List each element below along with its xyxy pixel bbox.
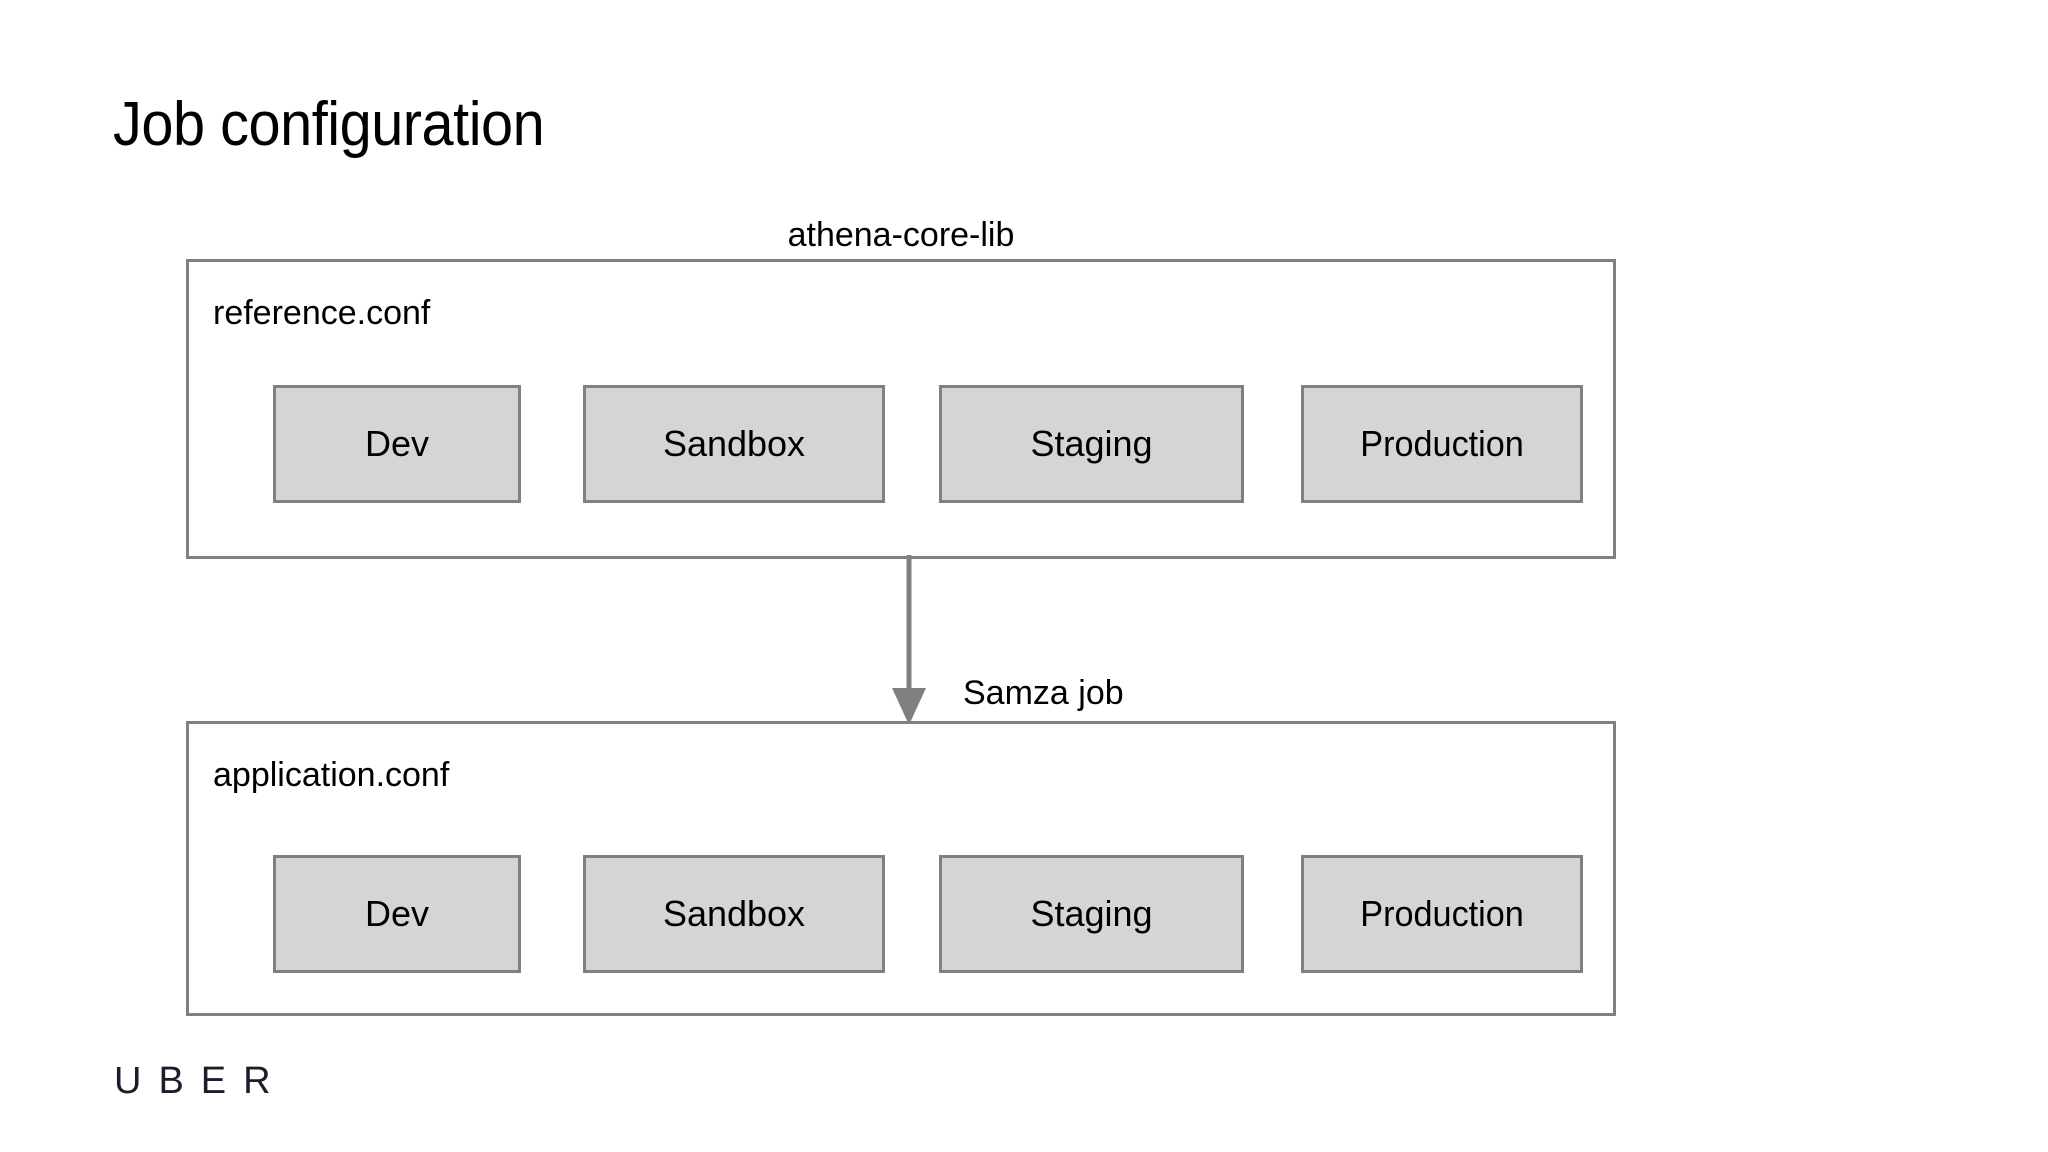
env-label-dev: Dev [364, 423, 430, 464]
env-label-sandbox: Sandbox [662, 423, 806, 464]
env-label-production: Production [1360, 423, 1524, 464]
env-label-dev: Dev [364, 893, 430, 934]
env-label-production: Production [1360, 893, 1524, 934]
reference-conf-label: reference.conf [213, 294, 431, 332]
bottom-environment-row: Dev Sandbox Staging Production [189, 855, 1613, 973]
env-box-staging-reference[interactable]: Staging [939, 385, 1244, 503]
top-group-caption: athena-core-lib [787, 216, 1015, 254]
env-box-production-reference[interactable]: Production [1301, 385, 1583, 503]
arrow-down-icon [892, 555, 926, 725]
env-box-sandbox-reference[interactable]: Sandbox [583, 385, 885, 503]
env-label-staging: Staging [1030, 893, 1153, 934]
env-box-dev-reference[interactable]: Dev [273, 385, 521, 503]
top-environment-row: Dev Sandbox Staging Production [189, 385, 1613, 503]
env-label-sandbox: Sandbox [662, 893, 806, 934]
page-title: Job configuration [113, 90, 545, 159]
application-conf-container: application.conf Dev Sandbox Staging Pro… [186, 721, 1616, 1016]
env-label-staging: Staging [1030, 423, 1153, 464]
env-box-staging-application[interactable]: Staging [939, 855, 1244, 973]
env-box-sandbox-application[interactable]: Sandbox [583, 855, 885, 973]
bottom-group-caption: Samza job [963, 674, 1124, 712]
env-box-production-application[interactable]: Production [1301, 855, 1583, 973]
env-box-dev-application[interactable]: Dev [273, 855, 521, 973]
connector-arrow [880, 555, 940, 727]
uber-logo: UBER [114, 1060, 288, 1102]
application-conf-label: application.conf [213, 756, 450, 794]
reference-conf-container: reference.conf Dev Sandbox Staging Produ… [186, 259, 1616, 559]
